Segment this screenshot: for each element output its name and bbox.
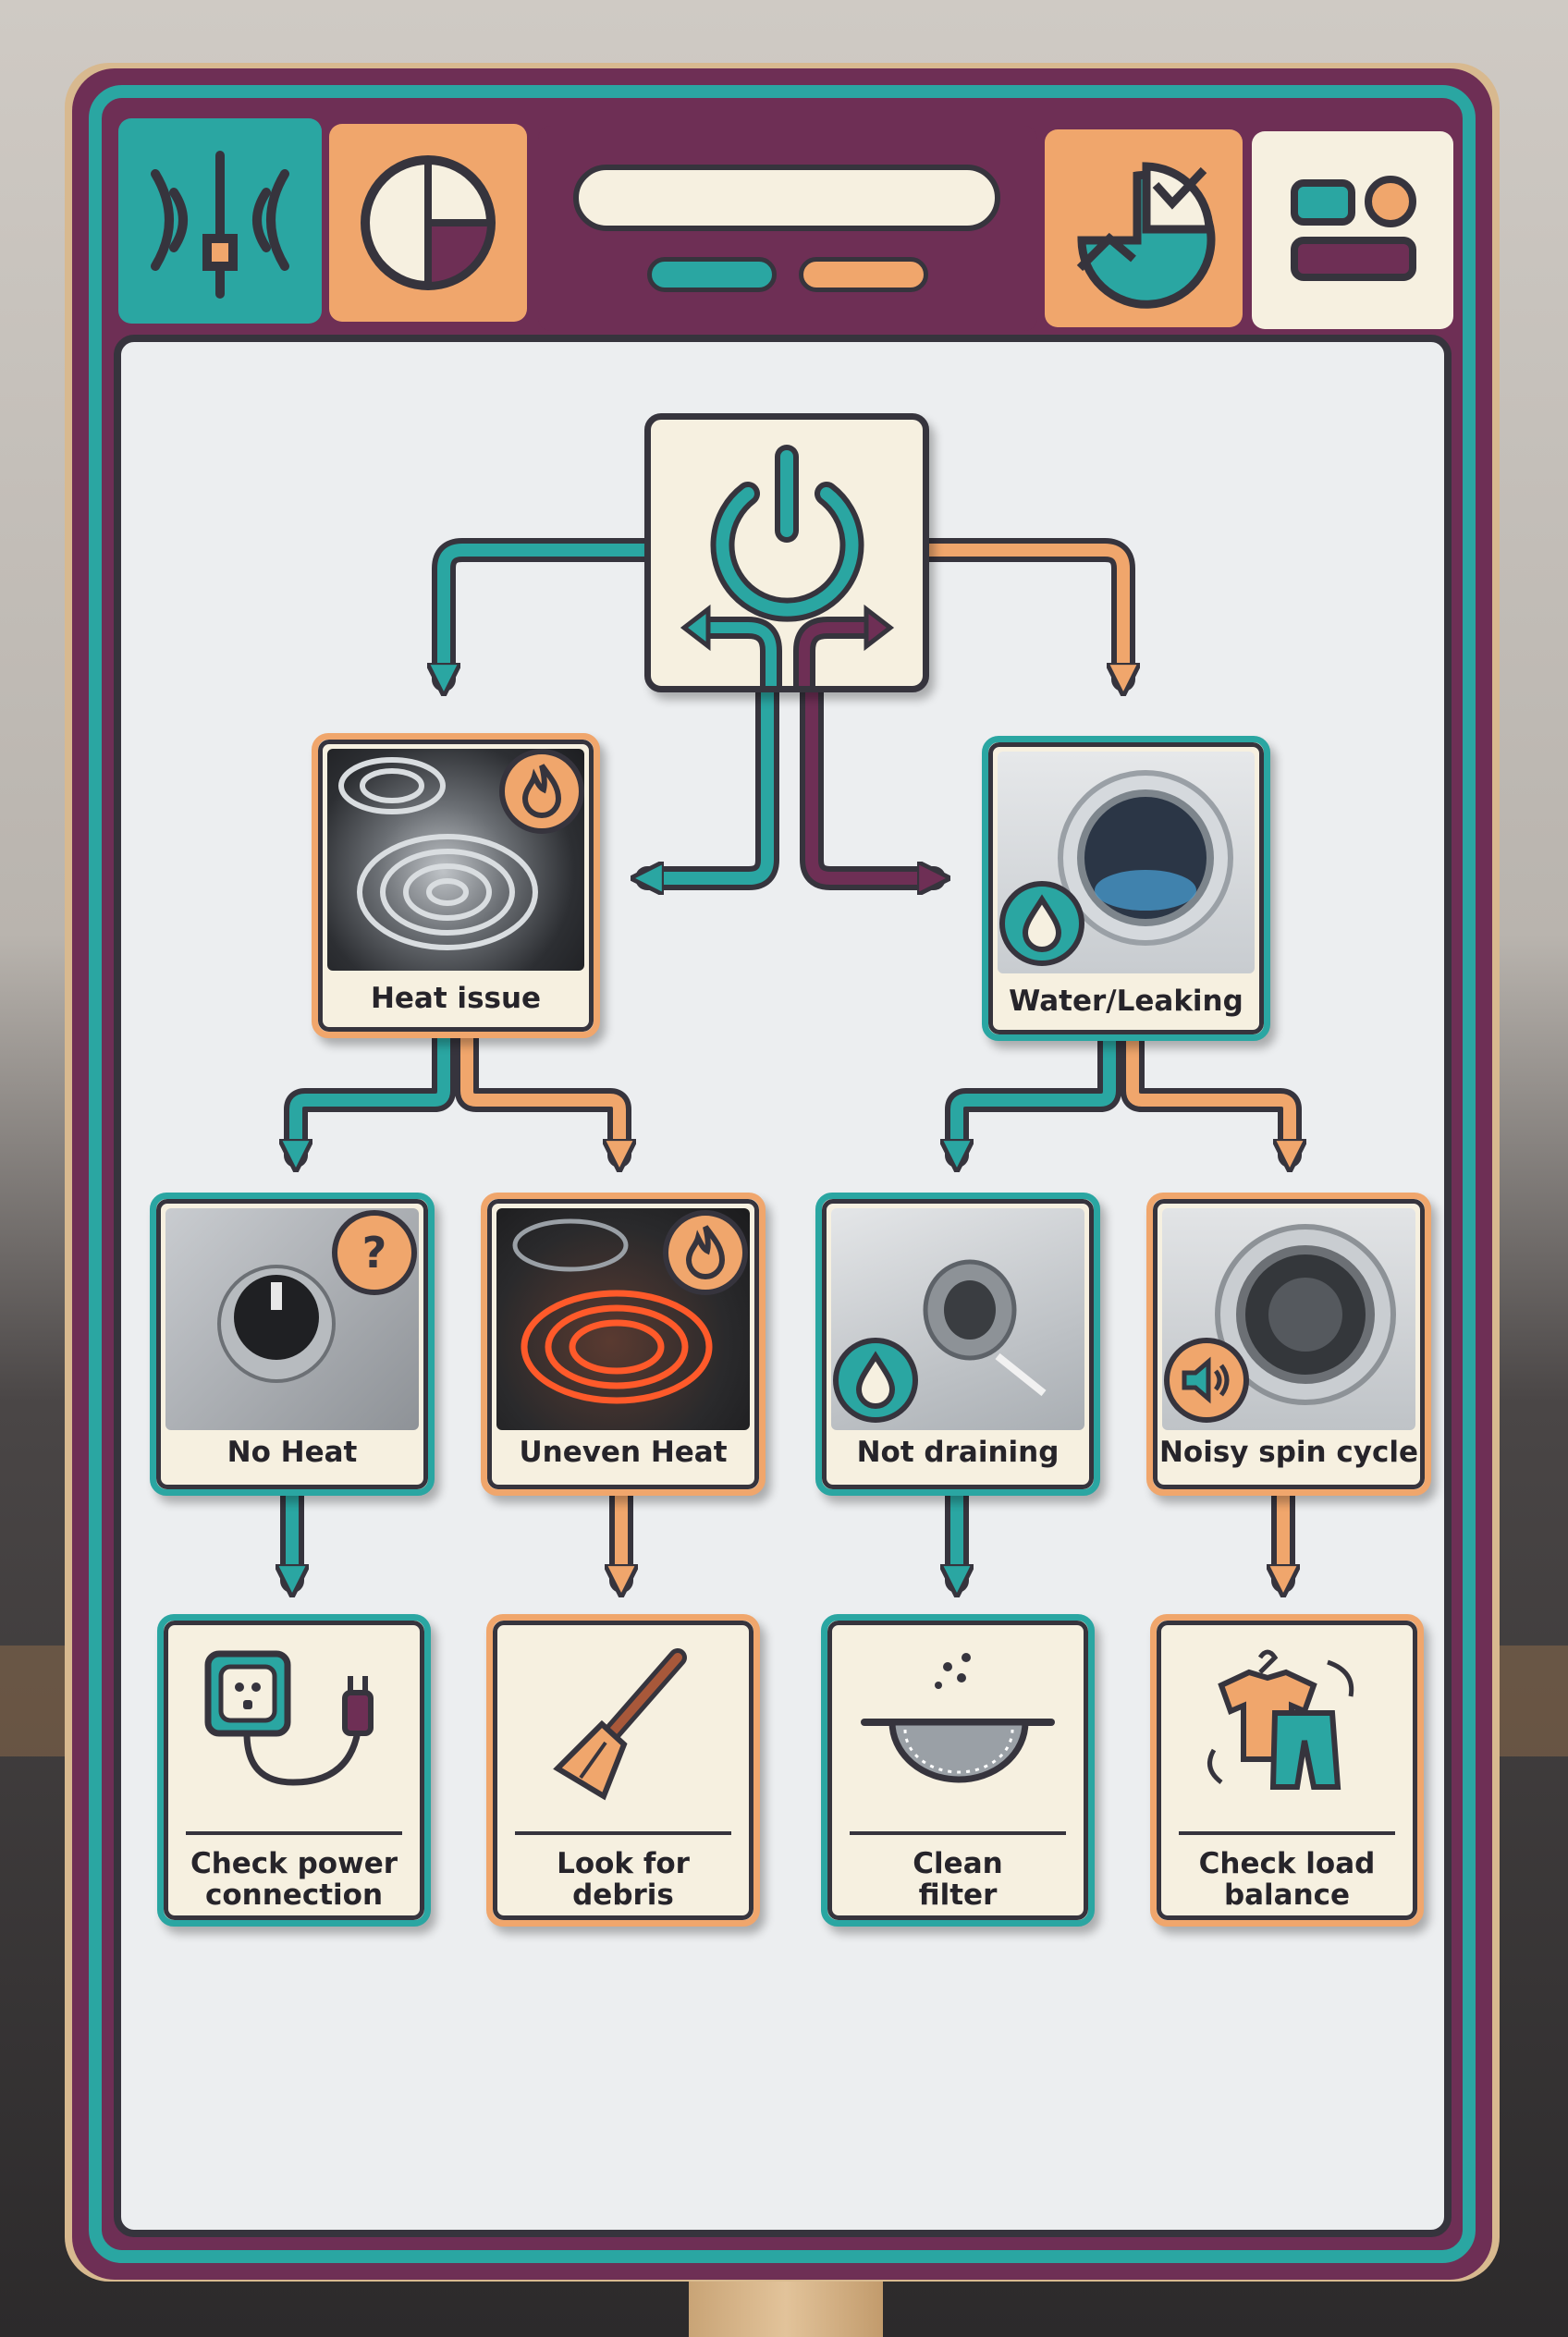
water-drop-icon (1022, 894, 1062, 952)
header-tile-faucet (118, 118, 322, 324)
solution-node-power[interactable]: Check power connection (157, 1614, 431, 1927)
laundry-icon (1207, 1649, 1354, 1790)
header-tile-toggle (1252, 131, 1453, 329)
power-icon (680, 445, 895, 686)
solution-node-load-balance[interactable]: Check load balance (1150, 1614, 1424, 1927)
header-pill-teal (647, 257, 777, 292)
solution-label-line1: Clean (913, 1847, 1003, 1880)
question-bubble-icon: ? (362, 1228, 387, 1278)
flame-icon (521, 764, 562, 818)
solution-label-line1: Check power (190, 1847, 398, 1880)
speaker-icon (1182, 1356, 1230, 1404)
problem-node-no-heat[interactable]: ? No Heat (150, 1193, 435, 1496)
solution-label-line2: filter (918, 1878, 998, 1912)
solution-label-line2: debris (572, 1878, 674, 1912)
header-tile-piechart (329, 124, 527, 322)
problem-node-not-draining[interactable]: Not draining (815, 1193, 1100, 1496)
divider-line (186, 1831, 402, 1835)
pie-chart-icon (361, 155, 496, 290)
problem-node-uneven-heat[interactable]: Uneven Heat (481, 1193, 766, 1496)
strainer-icon (861, 1653, 1055, 1783)
speaker-badge (1164, 1338, 1249, 1423)
divider-line (850, 1831, 1066, 1835)
chart-check-icon (1076, 162, 1216, 309)
solution-node-filter[interactable]: Clean filter (821, 1614, 1095, 1927)
solution-label-line2: connection (204, 1878, 384, 1912)
water-drop-icon (855, 1351, 896, 1409)
category-node-water[interactable]: Water/Leaking (982, 736, 1270, 1041)
washing-machine-photo (998, 752, 1255, 973)
divider-line (1179, 1831, 1395, 1835)
toggle-card-icon (1291, 176, 1416, 281)
root-node-power[interactable] (644, 413, 929, 692)
solution-label-line2: balance (1223, 1878, 1351, 1912)
water-drop-badge (833, 1338, 918, 1423)
board-teal-border (89, 85, 1476, 2263)
header-title-pill (573, 165, 1000, 231)
problem-label: Uneven Heat (519, 1436, 728, 1469)
flame-badge (663, 1210, 748, 1295)
solution-node-debris[interactable]: Look for debris (486, 1614, 760, 1927)
plug-outlet-icon (204, 1650, 374, 1786)
faucet-wave-icon (151, 151, 289, 299)
header-pill-orange (799, 257, 928, 292)
solution-label-line1: Check load (1198, 1847, 1376, 1880)
svg-text:?: ? (362, 1228, 387, 1278)
problem-label: No Heat (227, 1436, 358, 1469)
category-label: Heat issue (370, 982, 542, 1015)
solution-label-line1: Look for (557, 1847, 690, 1880)
category-node-heat[interactable]: Heat issue (312, 733, 600, 1038)
header-tile-chart-check (1045, 129, 1243, 327)
brush-icon (553, 1648, 687, 1801)
flame-icon (685, 1225, 726, 1279)
flame-badge (499, 749, 584, 834)
category-label: Water/Leaking (1009, 985, 1243, 1018)
problem-label: Not draining (856, 1436, 1060, 1469)
question-badge: ? (332, 1210, 417, 1295)
problem-node-noisy-spin[interactable]: Noisy spin cycle (1146, 1193, 1431, 1496)
problem-label: Noisy spin cycle (1158, 1436, 1419, 1469)
water-drop-badge (999, 881, 1084, 966)
divider-line (515, 1831, 731, 1835)
